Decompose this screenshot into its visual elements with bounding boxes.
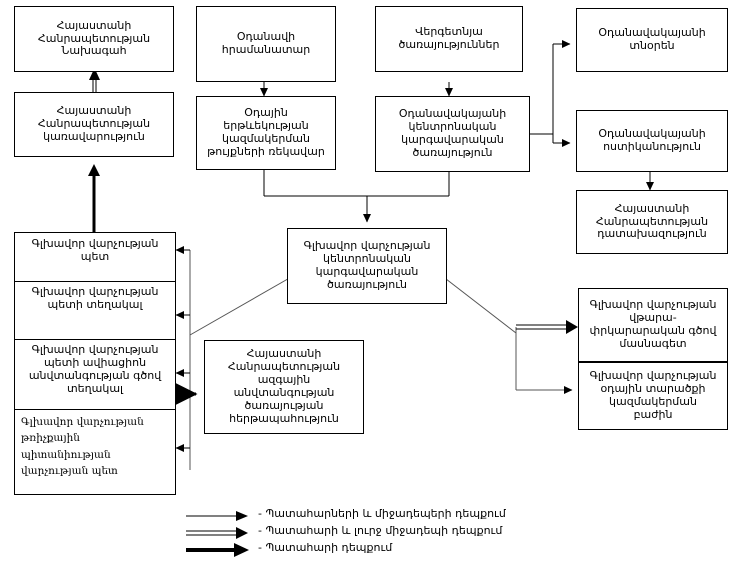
legend-label-1: - Պատահարների և միջադեպերի դեպքում xyxy=(258,507,506,520)
legend-label-2: - Պատահարի և լուրջ միջադեպի դեպքում xyxy=(258,524,503,537)
legend-row-3: - Պատահարի դեպքում xyxy=(186,541,606,559)
double-arrow-icon xyxy=(186,527,248,539)
legend-row-1: - Պատահարների և միջադեպերի դեպքում xyxy=(186,507,606,525)
thick-arrow-icon xyxy=(186,543,249,557)
legend-label-3: - Պատահարի դեպքում xyxy=(258,541,393,554)
thin-arrow-icon xyxy=(186,511,248,521)
legend: - Պատահարների և միջադեպերի դեպքում - Պատ… xyxy=(186,507,606,559)
legend-row-2: - Պատահարի և լուրջ միջադեպի դեպքում xyxy=(186,524,606,542)
